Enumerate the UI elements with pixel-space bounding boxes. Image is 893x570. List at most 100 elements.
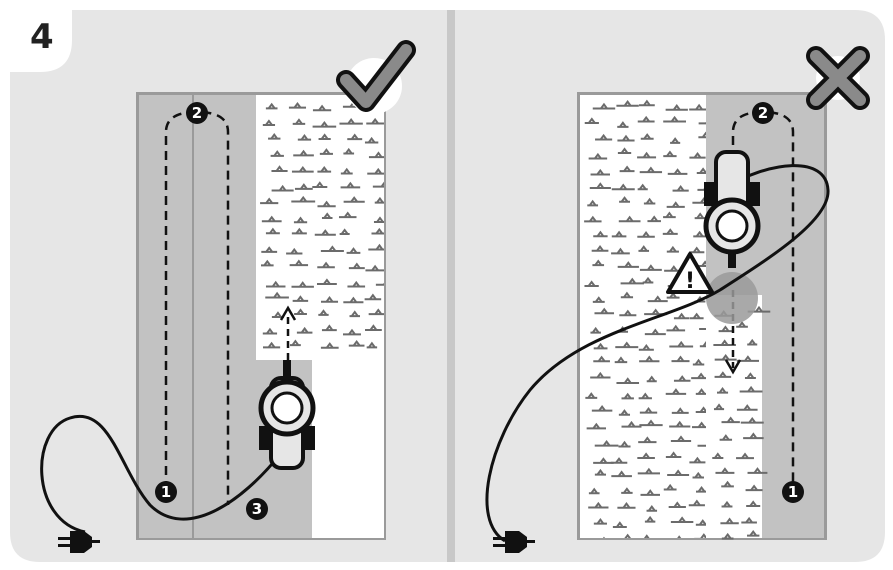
grass-tuft (590, 326, 601, 334)
grass-tuft (617, 121, 629, 128)
grass-tuft (265, 227, 280, 235)
grass-tuft (694, 212, 706, 220)
grass-tuft (666, 245, 679, 253)
grass-tuft (343, 328, 361, 336)
grass-tuft (747, 529, 760, 537)
plug-icon-left (58, 531, 100, 553)
grass-tuft (366, 117, 384, 125)
grass-tuft (666, 201, 685, 208)
grass-tuft (364, 293, 382, 301)
grass-tuft (617, 502, 636, 509)
grass-tuft (292, 118, 306, 125)
grass-tuft (314, 229, 336, 236)
grass-tuft (637, 467, 661, 475)
grass-tuft (595, 133, 613, 141)
collision-zone (706, 272, 758, 324)
grass-tuft (321, 324, 337, 332)
grass-tuft (614, 356, 628, 364)
grass-texture-right (584, 99, 706, 538)
grass-tuft (643, 197, 656, 205)
grass-tuft (343, 196, 365, 203)
grass-tuft (294, 308, 307, 316)
unmowed-grass-right (580, 95, 706, 538)
grass-tuft (620, 277, 644, 285)
grass-tuft (584, 215, 602, 223)
grass-tuft (736, 321, 748, 328)
waypoint-right-1-label: 1 (788, 483, 798, 501)
grass-tuft (367, 167, 384, 175)
grass-tuft (647, 215, 661, 223)
grass-tuft (291, 165, 314, 173)
lawnmower-icon-left (258, 360, 316, 470)
grass-tuft (721, 480, 734, 488)
grass-tuft (340, 181, 361, 189)
grass-tuft (286, 247, 303, 255)
grass-tuft (591, 245, 609, 252)
grass-tuft (639, 166, 663, 174)
grass-tuft (745, 484, 763, 492)
grass-tuft (672, 185, 689, 192)
grass-tuft (320, 342, 339, 349)
waypoint-left-1: 1 (155, 481, 177, 503)
grass-tuft (611, 183, 635, 191)
grass-tuft (594, 468, 607, 476)
grass-tuft (644, 328, 666, 336)
grass-tuft (662, 228, 678, 235)
lawn-left (136, 92, 386, 540)
grass-tuft (261, 215, 282, 223)
lawnmower-icon-right (703, 150, 761, 268)
grass-tuft (716, 387, 729, 394)
grass-tuft (743, 432, 764, 440)
grass-tuft (591, 404, 613, 412)
grass-tuft (611, 230, 627, 238)
grass-tuft (612, 521, 627, 528)
grass-tuft (663, 115, 687, 123)
grass-tuft (368, 308, 384, 316)
checkmark-icon (336, 40, 416, 114)
grass-tuft (642, 276, 654, 284)
grass-tuft (639, 419, 663, 427)
grass-tuft (698, 121, 706, 125)
grass-tuft (270, 150, 284, 157)
grass-tuft (638, 392, 652, 400)
grass-tuft (343, 147, 355, 155)
grass-tuft (371, 227, 384, 235)
grass-tuft (721, 500, 733, 508)
grass-tuft (637, 115, 655, 123)
grass-tuft (616, 100, 639, 107)
unmowed-grass-right-lower (706, 295, 762, 538)
grass-tuft (610, 457, 628, 464)
grass-tuft (696, 485, 706, 493)
warning-icon: ! (666, 252, 714, 294)
grass-tuft (261, 246, 278, 253)
grass-tuft (317, 261, 335, 269)
lawn-right (577, 92, 827, 540)
grass-tuft (590, 168, 610, 176)
grass-tuft (689, 456, 706, 464)
grass-tuft (619, 196, 631, 203)
grass-tuft (670, 137, 681, 144)
grass-tuft (740, 416, 764, 424)
grass-tuft (693, 230, 706, 238)
grass-tuft (593, 355, 610, 363)
grass-tuft (691, 421, 706, 429)
grass-tuft (720, 517, 739, 525)
grass-tuft (621, 487, 633, 494)
grass-tuft (593, 457, 614, 464)
grass-tuft (713, 403, 725, 411)
grass-tuft (637, 452, 655, 459)
grass-tuft (321, 212, 333, 220)
grass-tuft (712, 452, 724, 460)
waypoint-left-2-label: 2 (192, 104, 202, 122)
grass-tuft (644, 515, 656, 523)
grass-tuft (668, 501, 686, 509)
grass-tuft (347, 280, 366, 288)
grass-tuft (618, 440, 631, 448)
waypoint-left-3-label: 3 (252, 500, 262, 518)
grass-tuft (365, 264, 384, 272)
grass-texture-left (260, 99, 384, 349)
grass-tuft (671, 407, 689, 414)
grass-tuft (615, 341, 639, 349)
grass-tuft (665, 104, 688, 111)
